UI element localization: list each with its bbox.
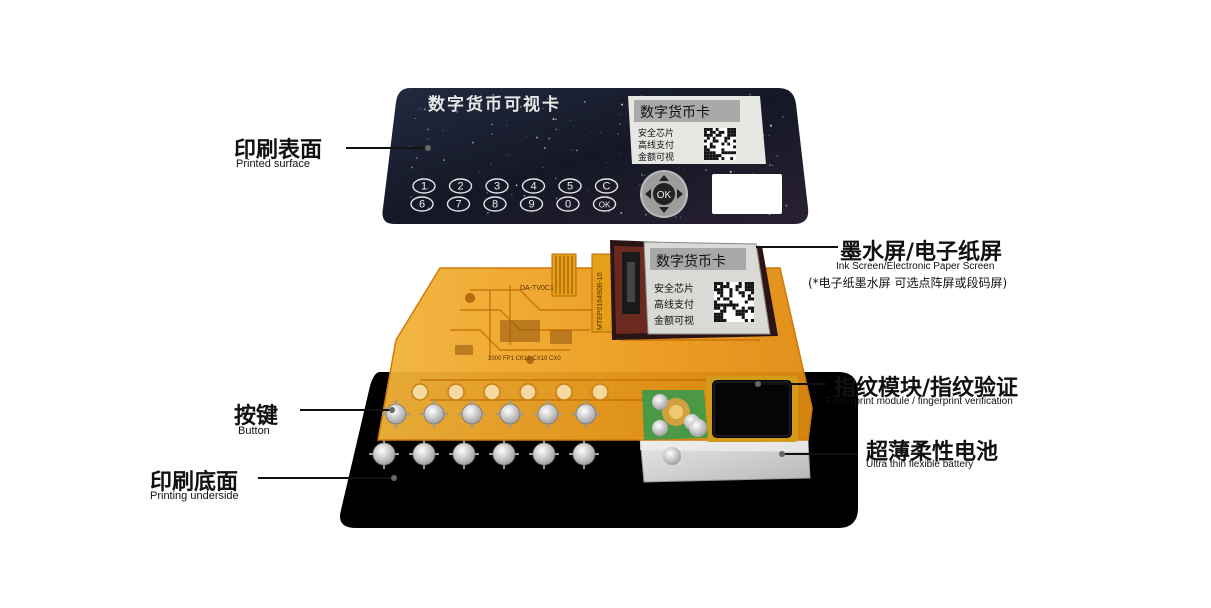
metal-dome [458,400,486,428]
card-screen-line-2: 高线支付 [638,139,674,151]
label-button-en: Button [238,425,270,437]
eink-line-2: 高线支付 [654,298,694,311]
card-title: 数字货币可视卡 [428,94,561,115]
eink-line-3: 金额可视 [654,314,694,327]
metal-dome [569,439,599,469]
nav-key-board [642,390,708,465]
keypad-key-label: 5 [567,181,573,193]
keypad-key-C: C [594,178,619,194]
keypad-key-label: 9 [528,199,534,211]
pcb-key-pads [411,383,609,401]
keypad-key-5: 5 [558,178,582,194]
pcb-chip-text: 1000 FP1 CK10 CX10 CX0 [488,356,561,362]
keypad-key-3: 3 [485,178,509,194]
nav-right-arrow-icon [677,189,683,199]
pcb-pad [591,383,609,401]
card-screen-line-3: 金额可视 [638,151,674,163]
nav-up-arrow-icon [659,175,669,181]
fpc-code: MTEP016490B-10 [597,272,604,330]
card-screen-title: 数字货币卡 [640,104,710,121]
keypad-key-label: 0 [565,199,571,211]
pcb-pad [411,383,429,401]
metal-dome [489,439,519,469]
metal-dome [496,400,524,428]
metal-dome [572,400,600,428]
keypad-key-0: 0 [556,196,580,212]
keypad-key-8: 8 [483,196,507,212]
pcb-board-code: DA-TV0C1 [520,285,554,292]
label-underside: 印刷底面 [150,470,239,495]
eink-title: 数字货币卡 [656,253,726,270]
card-screen-line-1: 安全芯片 [638,127,674,139]
label-fingerprint: 指纹模块/指纹验证 [834,376,1019,401]
card-keypad: 1 2 3 4 5 C 6 7 8 9 0 OK [410,178,619,212]
label-ink-screen: 墨水屏/电子纸屏 [840,240,1003,265]
card-fingerprint-window [712,174,782,214]
metal-dome [420,400,448,428]
keypad-key-label: 4 [530,181,536,193]
button-domes-lower [369,439,599,469]
button-domes-upper [382,400,600,428]
keypad-key-2: 2 [448,178,473,194]
label-button: 按键 [234,404,279,429]
card-qr-code [704,128,736,160]
eink-qr-code [714,282,754,322]
eink-line-1: 安全芯片 [654,282,694,295]
label-ink-screen-note: (*电子纸墨水屏 可选点阵屏或段码屏) [808,276,1008,290]
e-ink-screen: 数字货币卡 安全芯片 高线支付 金额可视 [610,240,778,340]
keypad-key-6: 6 [410,196,434,212]
label-underside-en: Printing underside [150,490,239,502]
fingerprint-module [706,376,798,442]
printed-surface-card: 数字货币可视卡 数字货币卡 安全芯片 高线支付 金额可视 1 2 3 4 5 C 6 7 8 9 0… [382,88,809,224]
nav-ok-label: OK [657,190,672,201]
metal-dome [409,439,439,469]
card-nav-pad: OK [640,170,688,218]
pcb-pad [447,383,465,401]
keypad-key-1: 1 [412,178,436,194]
keypad-key-label: C [603,181,611,193]
leader-lines [258,147,858,479]
nav-left-arrow-icon [645,189,651,199]
label-battery-en: Ultra thin flexible battery [866,459,974,470]
pcb-pad [483,383,501,401]
metal-dome [369,439,399,469]
keypad-key-label: 6 [419,199,425,211]
keypad-key-7: 7 [446,196,471,212]
keypad-key-label: 7 [455,199,461,211]
keypad-key-label: 8 [492,199,498,211]
keypad-key-label: 1 [421,181,427,193]
label-fingerprint-en: Fingerprint module / fingerprint verific… [826,396,1013,407]
label-printed-surface-en: Printed surface [236,158,310,170]
label-battery: 超薄柔性电池 [866,440,999,465]
keypad-key-4: 4 [521,178,546,194]
keypad-key-label: OK [599,201,611,210]
metal-dome [449,439,479,469]
keypad-key-label: 3 [494,181,500,193]
metal-dome [534,400,562,428]
keypad-key-OK: OK [592,196,617,212]
nav-down-arrow-icon [659,207,669,213]
keypad-key-label: 2 [457,181,463,193]
keypad-key-9: 9 [519,196,544,212]
pcb-pad [555,383,573,401]
label-printed-surface: 印刷表面 [234,138,323,163]
leader-dots [389,145,785,481]
metal-dome [529,439,559,469]
label-ink-screen-en: Ink Screen/Electronic Paper Screen [836,261,995,272]
pcb-pad [519,383,537,401]
